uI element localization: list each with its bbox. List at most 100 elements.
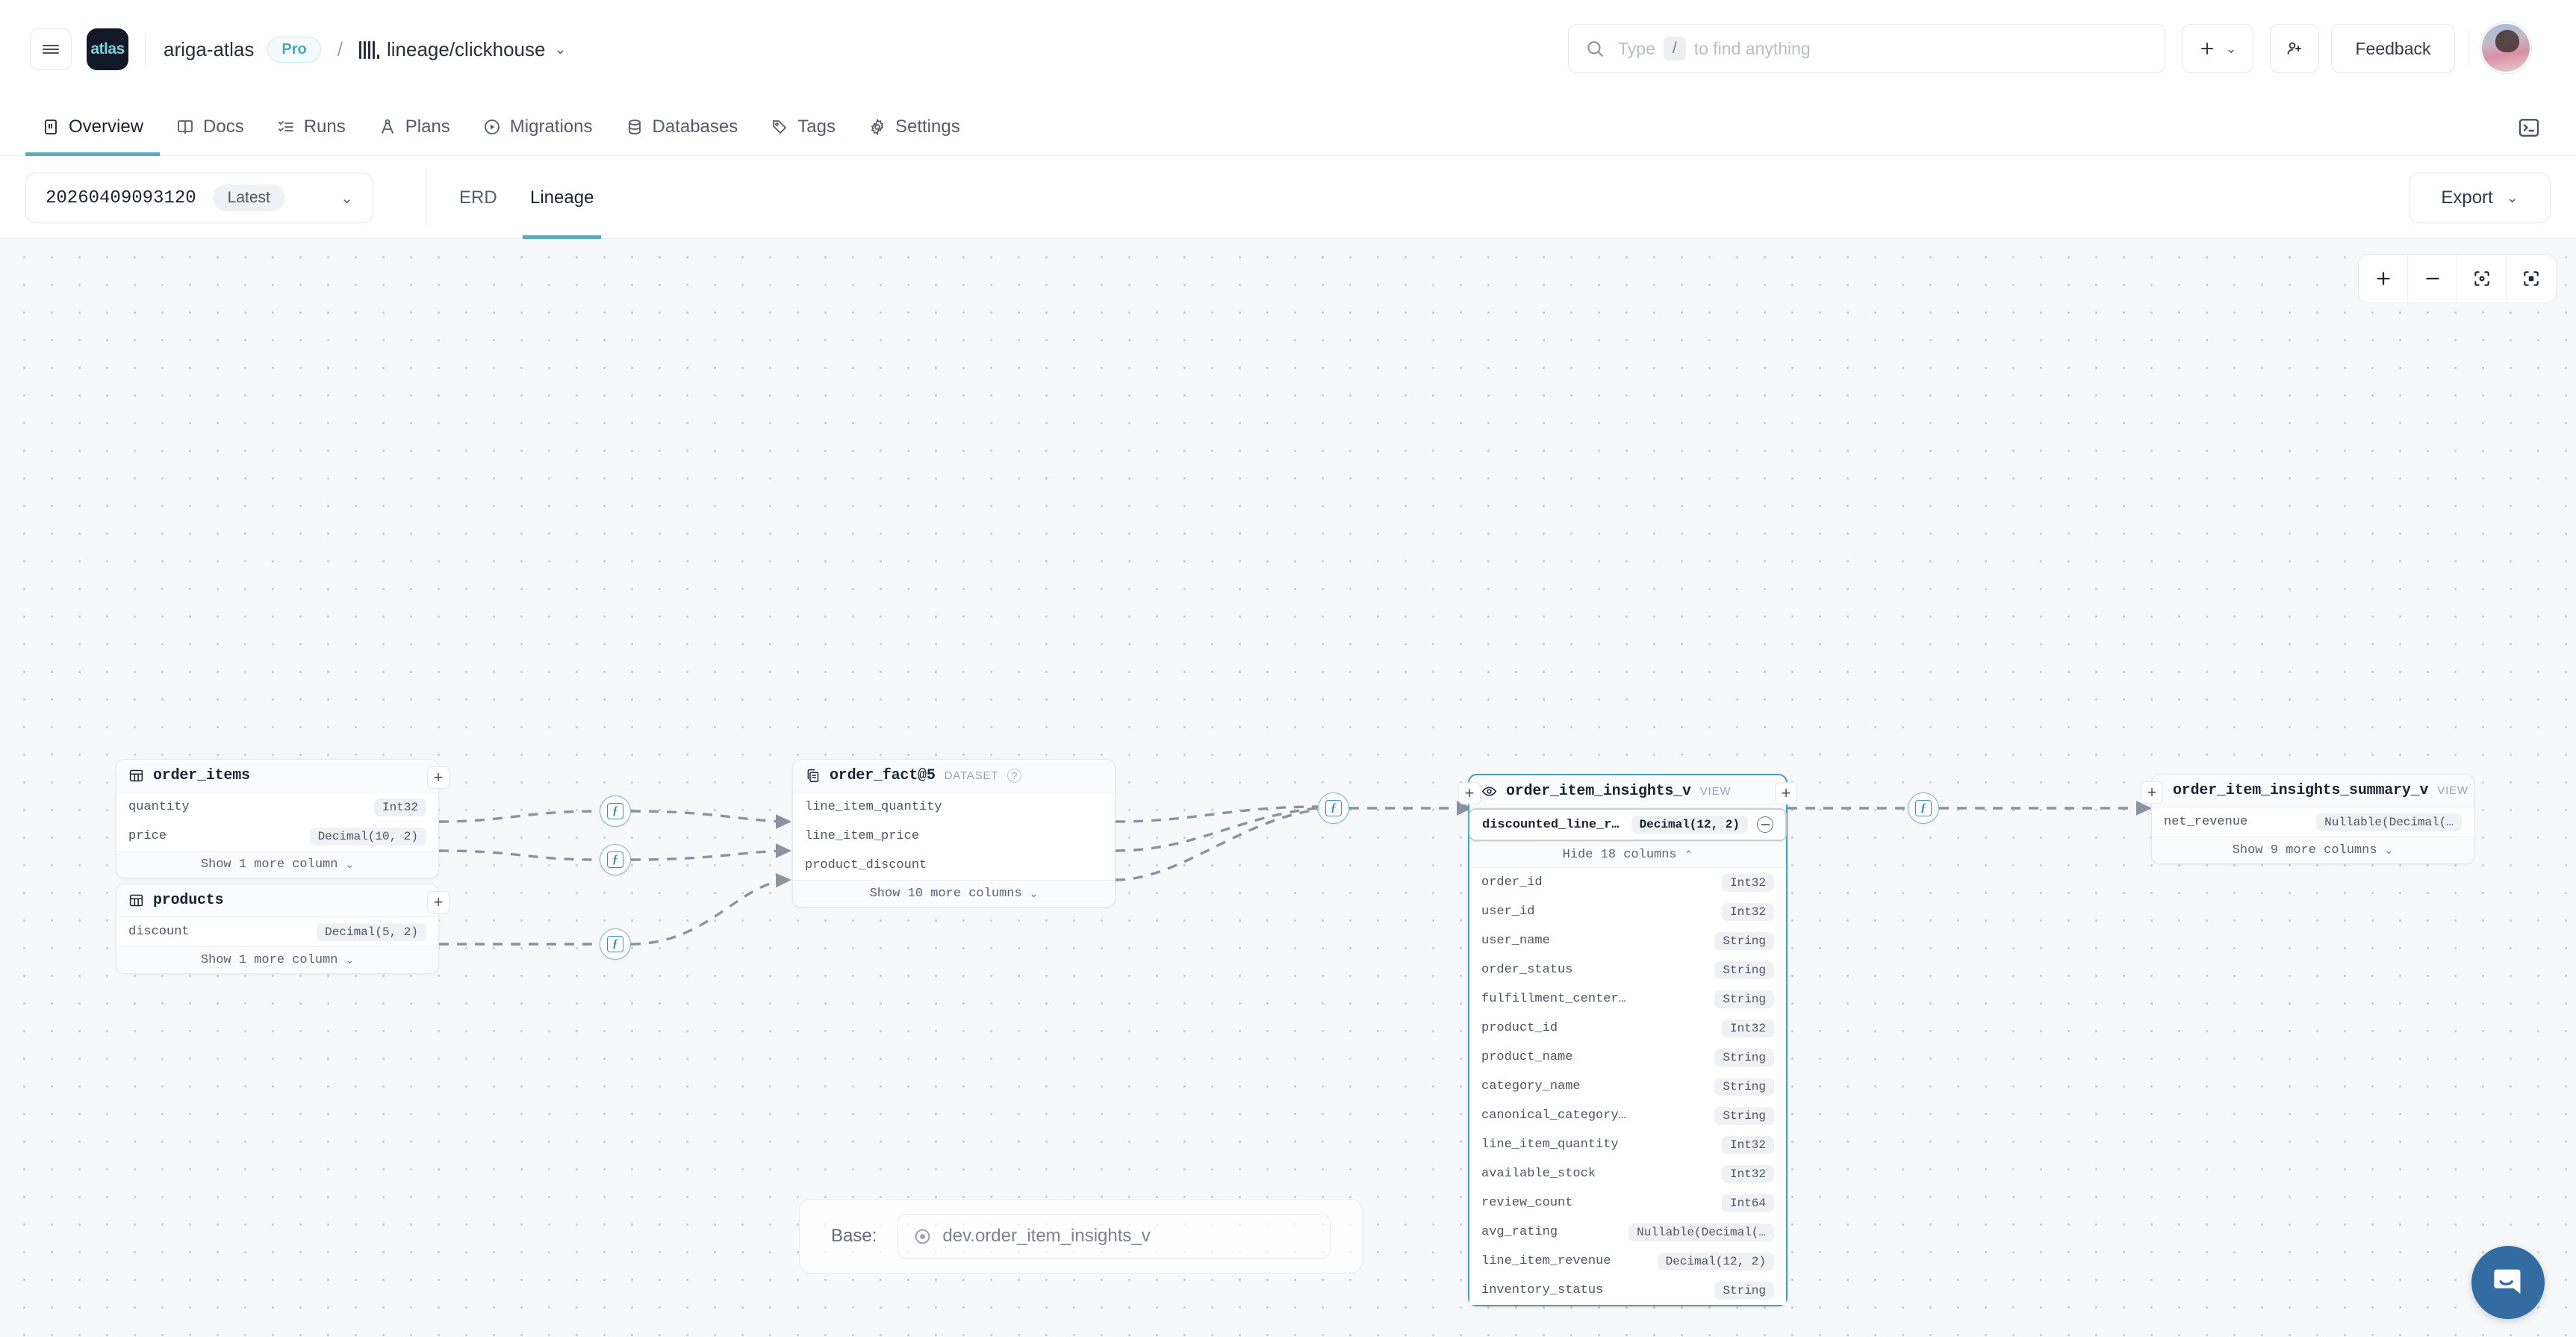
search-placeholder: Type / to find anything (1618, 36, 1811, 61)
console-toggle-button[interactable] (2509, 108, 2549, 148)
nav-item-plans[interactable]: Plans (362, 99, 467, 156)
column-row[interactable]: discount Decimal(5, 2) (116, 917, 438, 946)
column-name: product_discount (805, 858, 927, 872)
terminal-icon (2519, 119, 2539, 137)
user-avatar[interactable] (2480, 22, 2531, 73)
project-chevron-down-icon[interactable]: ⌄ (554, 41, 567, 58)
expand-node-button[interactable]: + (427, 766, 449, 789)
nav-item-databases[interactable]: Databases (609, 99, 755, 156)
column-name: available_stock (1481, 1167, 1596, 1181)
hamburger-menu-icon[interactable] (30, 28, 72, 70)
tab-lineage[interactable]: Lineage (522, 156, 602, 239)
header-divider (145, 34, 146, 65)
version-latest-badge: Latest (212, 184, 285, 211)
column-row[interactable]: fulfillment_center…String (1469, 984, 1786, 1014)
expand-node-button[interactable]: + (427, 891, 449, 913)
expand-downstream-button[interactable]: + (1775, 782, 1797, 804)
column-name: order_id (1481, 875, 1543, 890)
node-title: order_items (153, 767, 250, 784)
show-more-columns-button[interactable]: Show 10 more columns ⌄ (793, 880, 1115, 907)
nav-item-migrations[interactable]: Migrations (467, 99, 609, 156)
column-row[interactable]: price Decimal(10, 2) (116, 822, 438, 851)
org-name[interactable]: ariga-atlas (164, 37, 255, 61)
feedback-button[interactable]: Feedback (2331, 24, 2455, 73)
project-name[interactable]: lineage/clickhouse (386, 37, 546, 61)
nav-item-runs[interactable]: Runs (261, 99, 362, 156)
expand-upstream-button[interactable]: + (2141, 781, 2163, 804)
column-row[interactable]: canonical_category…String (1469, 1101, 1786, 1130)
lineage-node-order-fact[interactable]: order_fact@5 DATASET ? line_item_quantit… (792, 759, 1116, 908)
remove-column-icon[interactable] (1757, 816, 1773, 833)
column-type: Int32 (1721, 873, 1774, 892)
help-icon[interactable]: ? (1007, 769, 1022, 783)
base-select-field[interactable]: dev.order_item_insights_v (897, 1214, 1331, 1259)
lineage-node-order-items[interactable]: + order_items quantity Int32 price Decim… (116, 759, 449, 878)
hide-columns-button[interactable]: Hide 18 columns ⌃ (1469, 841, 1786, 868)
nav-item-tags[interactable]: Tags (754, 99, 852, 156)
lineage-node-products[interactable]: + products discount Decimal(5, 2) Show 1… (116, 884, 449, 974)
column-row[interactable]: product_discount (793, 851, 1115, 880)
add-button[interactable]: ⌄ (2182, 24, 2253, 73)
user-plus-icon (2287, 42, 2301, 55)
table-icon (129, 769, 143, 782)
transform-node-f5[interactable]: ƒ (1908, 792, 1939, 824)
show-more-columns-button[interactable]: Show 1 more column ⌄ (116, 851, 438, 878)
export-button[interactable]: Export ⌄ (2409, 173, 2551, 223)
column-name: line_item_revenue (1481, 1254, 1611, 1268)
transform-node-f2[interactable]: ƒ (600, 844, 631, 875)
column-row[interactable]: net_revenue Nullable(Decimal(… (2152, 807, 2474, 837)
breadcrumb-separator: / (337, 37, 343, 61)
column-name: order_status (1481, 963, 1573, 977)
transform-node-f4[interactable]: ƒ (1318, 792, 1349, 824)
nav-item-docs[interactable]: Docs (160, 99, 261, 156)
version-select[interactable]: 20260409093120 Latest ⌄ (25, 173, 373, 223)
invite-user-button[interactable] (2270, 24, 2319, 73)
tab-erd[interactable]: ERD (459, 187, 497, 208)
lineage-node-order-item-insights-v[interactable]: + + order_item_insights_v VIEW discounte… (1458, 774, 1797, 1306)
column-name: discounted_line_r… (1482, 817, 1620, 832)
atlas-logo[interactable]: atlas (87, 28, 128, 70)
chat-widget-button[interactable] (2471, 1246, 2545, 1319)
search-suffix: to find anything (1693, 38, 1811, 58)
header-divider-2 (2468, 30, 2469, 66)
lineage-canvas[interactable]: + order_items quantity Int32 price Decim… (0, 239, 2576, 1337)
plan-badge: Pro (267, 36, 321, 63)
transform-node-f3[interactable]: ƒ (600, 928, 631, 960)
column-name: review_count (1481, 1196, 1573, 1210)
column-row[interactable]: line_item_quantity (793, 792, 1115, 822)
zoom-in-button[interactable] (2359, 255, 2408, 303)
expand-upstream-button[interactable]: + (1458, 782, 1481, 804)
column-row[interactable]: quantity Int32 (116, 792, 438, 822)
export-chevron-down-icon: ⌄ (2506, 190, 2519, 206)
search-input[interactable]: Type / to find anything (1568, 24, 2165, 73)
nav-item-overview[interactable]: Overview (25, 99, 161, 156)
nav-item-settings[interactable]: Settings (852, 99, 977, 156)
show-more-columns-button[interactable]: Show 1 more column ⌄ (116, 946, 438, 973)
node-kind-badge: DATASET (944, 769, 999, 782)
show-more-columns-button[interactable]: Show 9 more columns ⌄ (2152, 837, 2474, 863)
transform-node-f1[interactable]: ƒ (600, 795, 631, 827)
chat-bubble-icon (2494, 1269, 2521, 1294)
fit-center-button[interactable] (2457, 255, 2507, 303)
column-row[interactable]: order_id Int32 (1469, 868, 1786, 897)
column-type: String (1714, 1048, 1774, 1067)
zoom-out-button[interactable] (2408, 255, 2457, 303)
lineage-node-order-item-insights-summary-v[interactable]: + order_item_insights_summary_v VIEW net… (2141, 774, 2474, 864)
zoom-controls (2358, 254, 2557, 303)
chevron-down-icon: ⌄ (1029, 887, 1039, 899)
fit-view-button[interactable] (2507, 255, 2556, 303)
pinned-column-row[interactable]: discounted_line_r… Decimal(12, 2) (1469, 808, 1787, 841)
column-row[interactable]: line_item_price (793, 822, 1115, 851)
